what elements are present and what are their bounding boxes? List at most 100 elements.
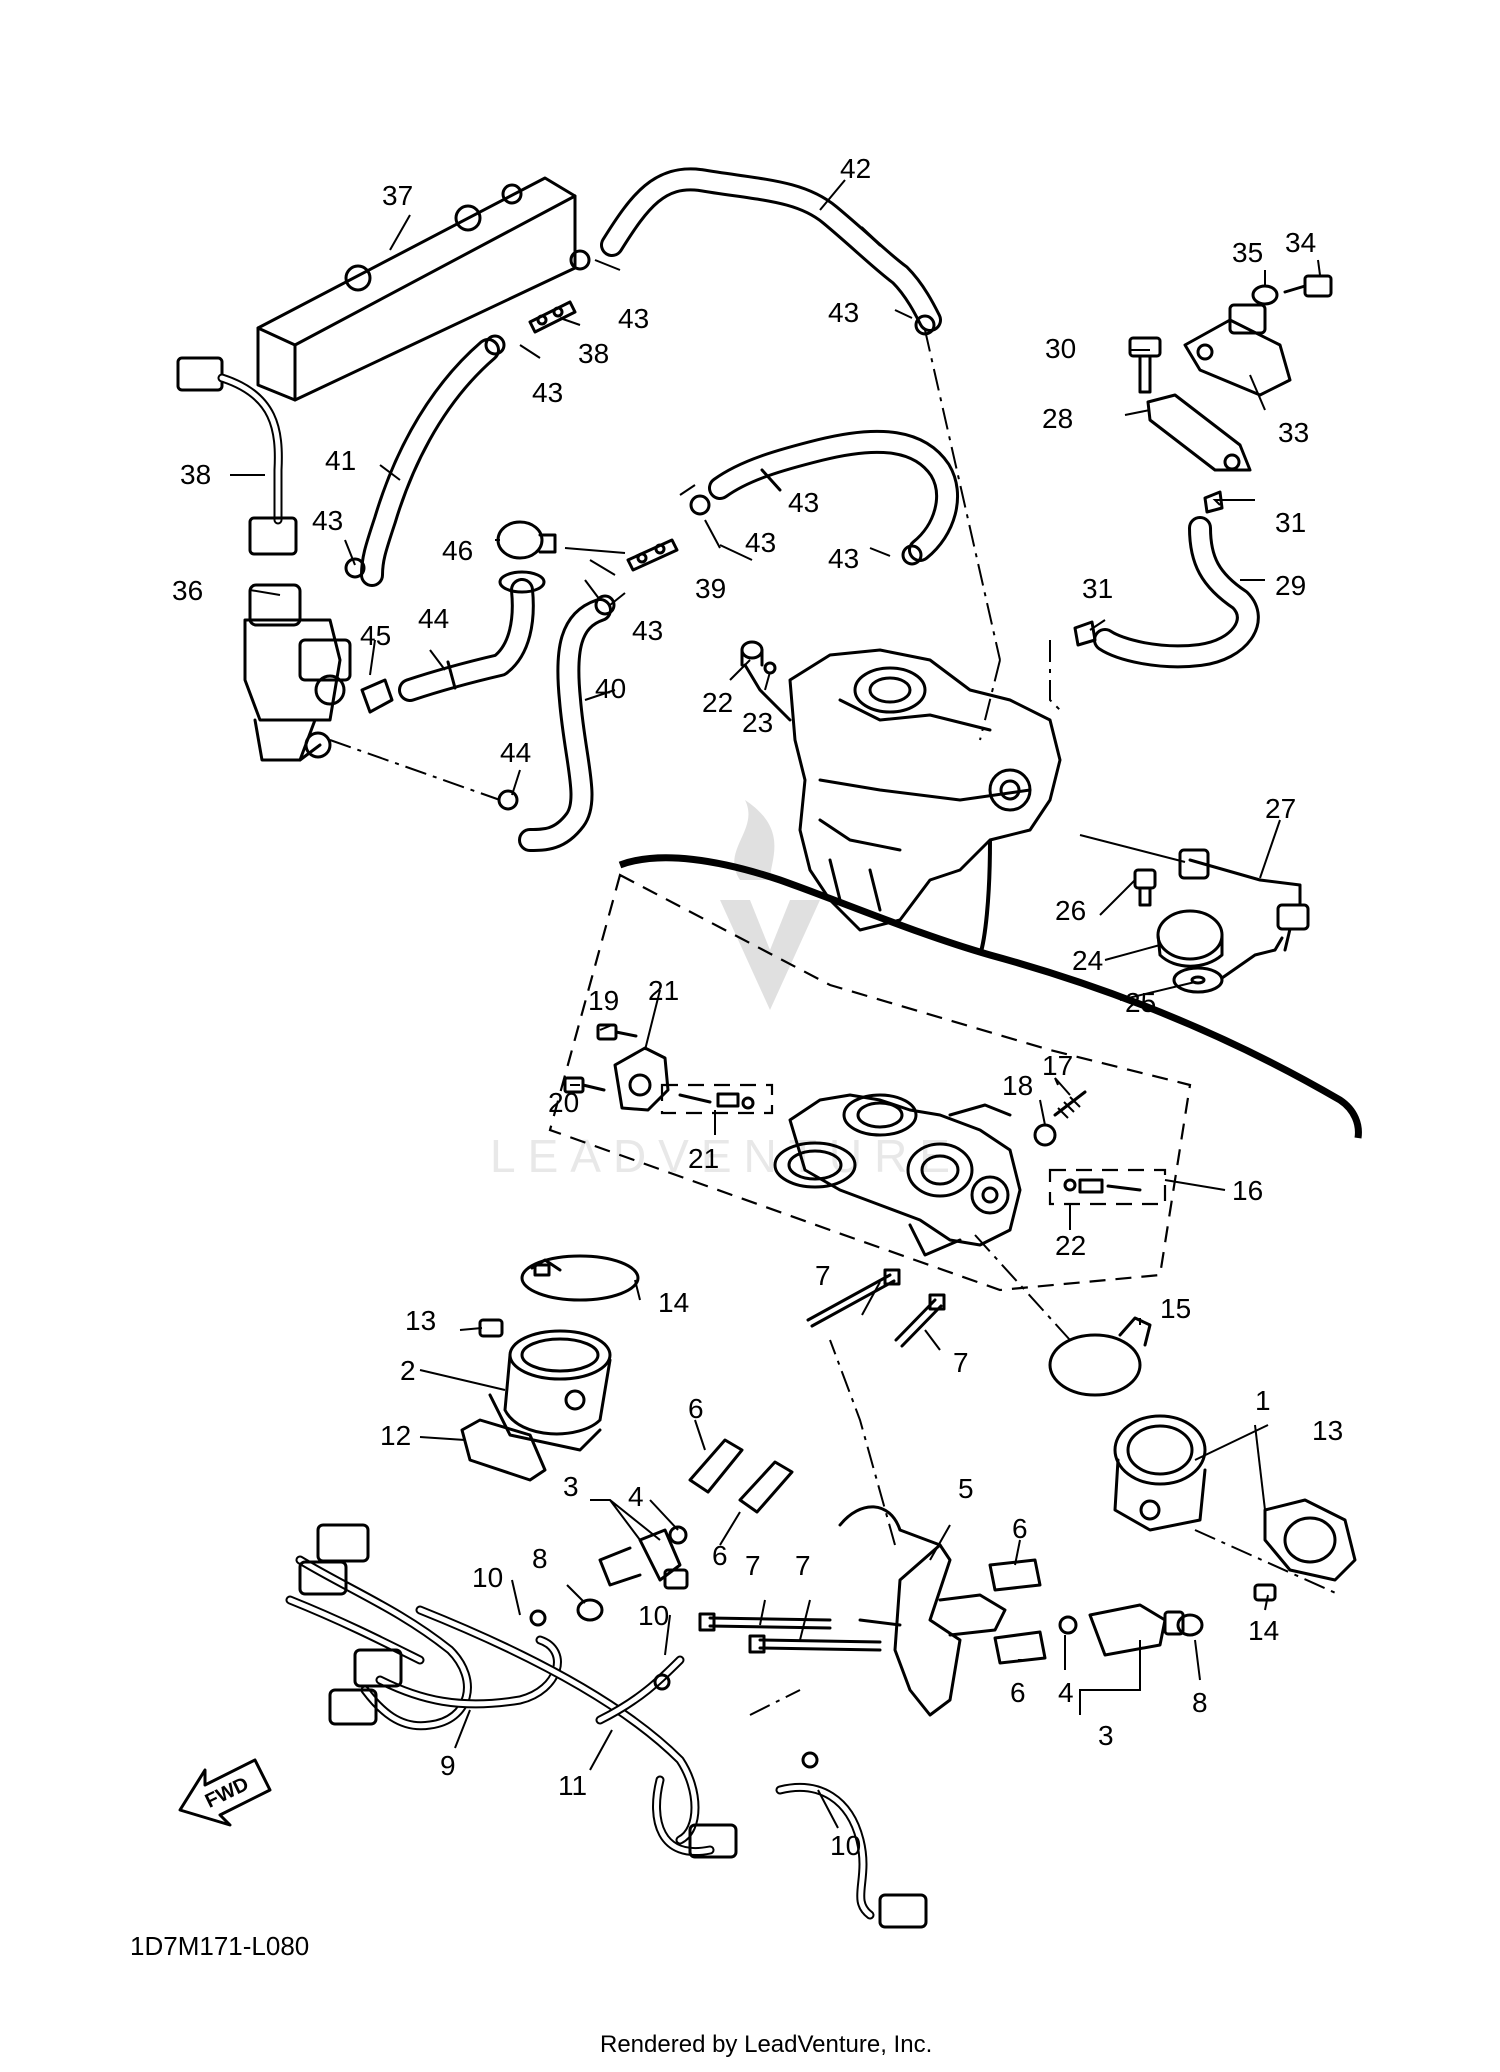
callout-4-b: 4 bbox=[1058, 1677, 1074, 1708]
part-31-clip-lower bbox=[1073, 620, 1097, 647]
part-38-fitting-upper bbox=[528, 300, 577, 334]
callout-43-d: 43 bbox=[312, 505, 343, 536]
part-3-injector-left bbox=[598, 1528, 689, 1590]
callout-27: 27 bbox=[1265, 793, 1296, 824]
callout-7-b: 7 bbox=[953, 1347, 969, 1378]
callout-36: 36 bbox=[172, 575, 203, 606]
part-14-clamp-right bbox=[1048, 1316, 1152, 1397]
part-28-plate bbox=[1146, 393, 1252, 472]
part-30-bolt bbox=[1128, 336, 1162, 394]
part-45-clip bbox=[360, 678, 394, 714]
diagram-code: 1D7M171-L080 bbox=[130, 1931, 309, 1961]
watermark: LEADVENTURE bbox=[490, 1130, 962, 1182]
fwd-label: FWD bbox=[202, 1773, 253, 1813]
part-9-harness bbox=[285, 1523, 562, 1731]
part-20-throttle-sensor bbox=[613, 1046, 670, 1112]
callout-19: 20 bbox=[548, 1087, 579, 1118]
callout-10-a: 10 bbox=[472, 1562, 503, 1593]
callout-6-d: 6 bbox=[1010, 1677, 1026, 1708]
callout-33: 34 bbox=[1285, 227, 1316, 258]
callout-45: 45 bbox=[360, 620, 391, 651]
part-31-clip-upper bbox=[1203, 490, 1224, 514]
callout-44: 44 bbox=[418, 603, 449, 634]
part-11-harness bbox=[415, 1605, 928, 1929]
callout-30: 30 bbox=[1045, 333, 1076, 364]
part-23-clip bbox=[763, 661, 777, 675]
part-35-rail bbox=[256, 176, 577, 402]
callout-8-b: 8 bbox=[1192, 1687, 1208, 1718]
callout-34: 35 bbox=[1232, 237, 1263, 268]
callout-3-b: 3 bbox=[1098, 1720, 1114, 1751]
callout-39: 40 bbox=[595, 673, 626, 704]
forward-direction-arrow: FWD bbox=[178, 1758, 272, 1827]
part-14-clamp-left bbox=[520, 1254, 640, 1302]
part-16-spring-screw bbox=[1053, 1090, 1087, 1119]
part-37-sensor-lead bbox=[176, 356, 298, 556]
part-21-screw-set-left bbox=[660, 1083, 774, 1115]
part-4-seal-right bbox=[1058, 1615, 1078, 1635]
part-8-seal-left bbox=[576, 1598, 604, 1622]
callout-43-b: 43 bbox=[532, 377, 563, 408]
callout-18: 19 bbox=[588, 985, 619, 1016]
part-4-seal-left bbox=[668, 1525, 688, 1545]
callout-17: 18 bbox=[1002, 1070, 1033, 1101]
part-17-nut bbox=[1033, 1123, 1057, 1147]
callout-6-b: 6 bbox=[1012, 1513, 1028, 1544]
divider-connector bbox=[978, 839, 992, 956]
part-12-gasket-left bbox=[460, 1418, 547, 1482]
callout-6-c: 6 bbox=[712, 1540, 728, 1571]
callout-9: 9 bbox=[440, 1750, 456, 1781]
callout-43-c: 43 bbox=[828, 297, 859, 328]
callout-43-g: 43 bbox=[632, 615, 663, 646]
callout-35: 37 bbox=[382, 180, 413, 211]
part-41-hose bbox=[600, 167, 942, 332]
callout-43-a: 43 bbox=[618, 303, 649, 334]
callout-14-a: 14 bbox=[658, 1287, 689, 1318]
callout-22: 22 bbox=[702, 687, 733, 718]
callout-31-a: 31 bbox=[1275, 507, 1306, 538]
callout-43-h: 44 bbox=[500, 737, 531, 768]
callout-7-d: 7 bbox=[795, 1550, 811, 1581]
part-3-injector-right bbox=[1088, 1603, 1185, 1657]
callout-7-c: 7 bbox=[745, 1550, 761, 1581]
part-7-bolts bbox=[698, 1268, 946, 1654]
part-21-screw-set-right bbox=[1048, 1168, 1167, 1206]
callout-31-b: 31 bbox=[1082, 573, 1113, 604]
part-25-flange bbox=[1172, 936, 1284, 994]
part-15-throttle-body bbox=[773, 1093, 1022, 1257]
callout-12-a: 12 bbox=[380, 1420, 411, 1451]
callout-20: 21 bbox=[648, 975, 679, 1006]
callout-46: 46 bbox=[442, 535, 473, 566]
callout-11: 11 bbox=[558, 1770, 587, 1801]
callout-38-a: 38 bbox=[578, 338, 609, 369]
part-32-sensor-bracket bbox=[1183, 303, 1292, 397]
callout-37: 38 bbox=[180, 459, 211, 490]
callout-15: 16 bbox=[1232, 1175, 1263, 1206]
callout-40: 41 bbox=[325, 445, 356, 476]
part-42-hose bbox=[708, 429, 960, 562]
callout-3-a: 3 bbox=[563, 1471, 579, 1502]
part-44-hose bbox=[398, 570, 546, 702]
part-2-intake-joint bbox=[488, 1329, 612, 1452]
callout-42: 43 bbox=[788, 487, 819, 518]
part-36-air-cut-valve bbox=[243, 583, 352, 762]
part-19-screw bbox=[563, 1076, 606, 1094]
callout-24: 24 bbox=[1072, 945, 1103, 976]
part-6-holders bbox=[688, 1438, 1047, 1665]
callout-labels: 37 42 43 38 43 43 38 41 43 36 35 34 30 2… bbox=[172, 153, 1343, 1861]
callout-1: 1 bbox=[1255, 1385, 1271, 1416]
part-13-screw-right bbox=[1253, 1583, 1277, 1602]
part-18-screw bbox=[596, 1023, 638, 1041]
part-40-hose bbox=[360, 338, 500, 587]
part-27-pipe bbox=[1079, 834, 1310, 952]
group-boundary-dashed bbox=[548, 873, 1192, 1292]
section-divider bbox=[618, 854, 1362, 1139]
part-5-fuel-rail bbox=[838, 1505, 1007, 1717]
callout-13-a: 13 bbox=[405, 1305, 436, 1336]
clip-43-instances bbox=[344, 249, 936, 811]
callout-8-a: 8 bbox=[532, 1543, 548, 1574]
reference-lines bbox=[329, 329, 1341, 1716]
callout-28: 28 bbox=[1042, 403, 1073, 434]
callout-2: 2 bbox=[400, 1355, 416, 1386]
